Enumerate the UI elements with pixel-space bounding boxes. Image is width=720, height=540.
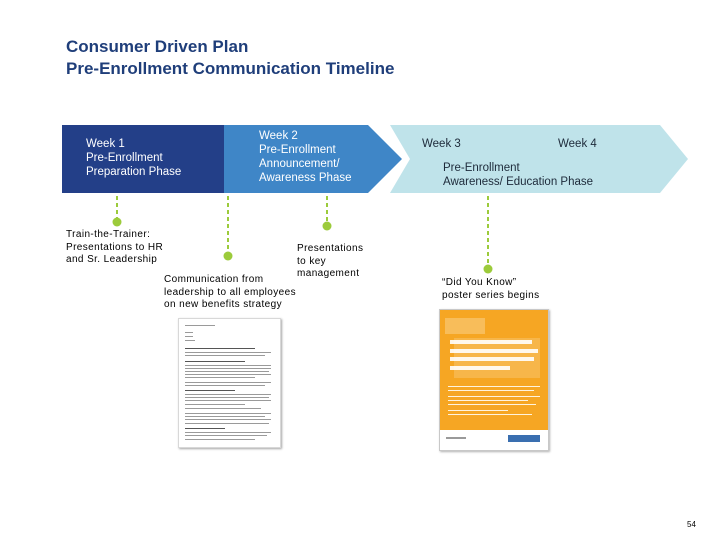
week2-line2: Pre-Enrollment [259, 144, 336, 156]
week2-title: Week 2 [259, 130, 298, 142]
week34-arrow [390, 125, 688, 193]
poster-headline [450, 340, 542, 378]
milestone-train-text: Train-the-Trainer: Presentations to HR a… [66, 229, 163, 267]
week1-line2: Pre-Enrollment [86, 152, 163, 164]
did-you-know-poster-thumbnail [439, 309, 549, 451]
presentations-line2: to key [297, 255, 327, 267]
presentations-line3: management [297, 268, 360, 279]
communication-line3: on new benefits strategy [164, 299, 282, 310]
week2-line4: Awareness Phase [259, 172, 352, 184]
milestone-dot-presentations [322, 221, 332, 231]
week34-line2: Awareness/ Education Phase [443, 176, 594, 188]
communication-line2: leadership to all employees [164, 286, 296, 298]
milestone-dot-train [112, 217, 122, 227]
week34-phase-label: Pre-Enrollment Awareness/ Education Phas… [443, 161, 593, 189]
milestone-dot-poster [483, 264, 493, 274]
slide-title: Consumer Driven Plan Pre-Enrollment Comm… [66, 36, 394, 80]
title-line-2: Pre-Enrollment Communication Timeline [66, 59, 395, 78]
week1-arrow [62, 125, 224, 193]
poster-header [445, 318, 485, 334]
page-number: 54 [687, 520, 696, 529]
week2-arrow [218, 125, 402, 193]
week34-line1: Pre-Enrollment [443, 162, 520, 174]
milestone-communication-text: Communication from leadership to all emp… [164, 274, 296, 312]
week2-line3: Announcement/ [259, 158, 340, 170]
poster-line1: “Did You Know” [442, 277, 517, 288]
week1-title: Week 1 [86, 138, 125, 150]
week1-line3: Preparation Phase [86, 166, 182, 178]
communication-line1: Communication from [164, 274, 264, 285]
milestone-dot-communication [223, 251, 233, 261]
week4-label: Week 4 [558, 138, 597, 150]
week3-label: Week 3 [422, 138, 461, 150]
poster-line2: poster series begins [442, 289, 540, 301]
week2-label: Week 2 Pre-Enrollment Announcement/ Awar… [259, 129, 351, 185]
leadership-letter-thumbnail [178, 318, 281, 448]
milestone-presentations-text: Presentations to key management [297, 243, 363, 281]
milestone-poster-text: “Did You Know” poster series begins [442, 277, 540, 302]
train-line3: and Sr. Leadership [66, 254, 158, 265]
title-line-1: Consumer Driven Plan [66, 37, 249, 56]
week1-label: Week 1 Pre-Enrollment Preparation Phase [86, 137, 181, 179]
poster-footnote [446, 437, 466, 439]
poster-logo [508, 435, 540, 442]
train-line1: Train-the-Trainer: [66, 229, 151, 240]
train-line2: Presentations to HR [66, 241, 164, 253]
presentations-line1: Presentations [297, 243, 364, 254]
